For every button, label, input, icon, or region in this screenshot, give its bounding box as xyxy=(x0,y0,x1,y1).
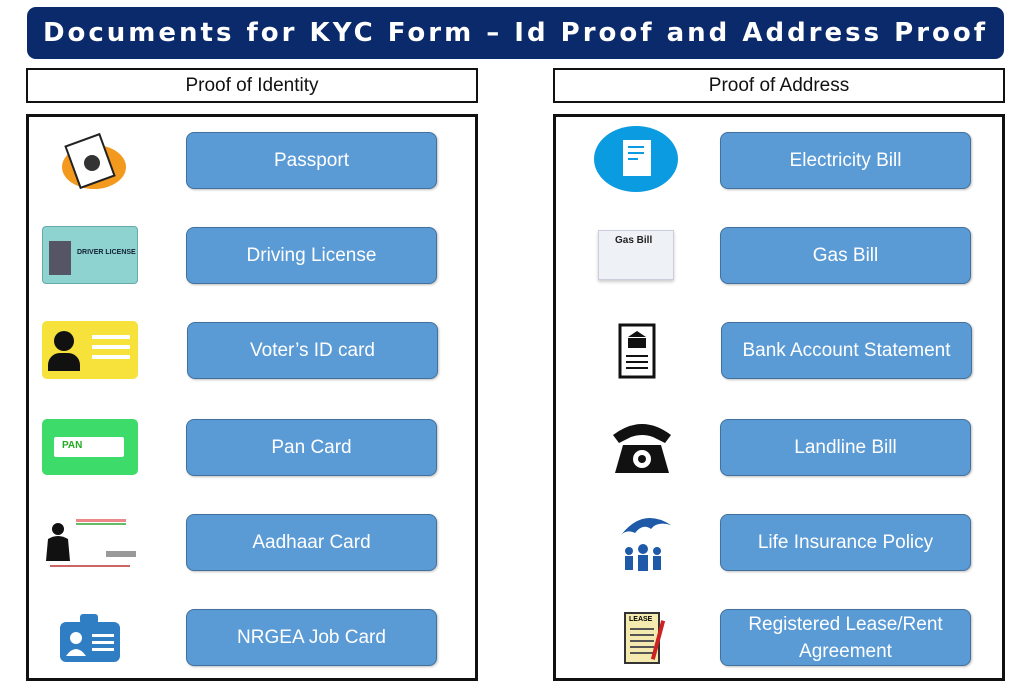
bill-icon xyxy=(586,124,686,194)
gas-bill-button[interactable]: Gas Bill xyxy=(720,227,971,284)
proof-of-address-heading: Proof of Address xyxy=(553,68,1005,103)
job-card-icon xyxy=(40,603,140,673)
registered-lease-agreement-button[interactable]: Registered Lease/Rent Agreement xyxy=(720,609,971,666)
passport-button[interactable]: Passport xyxy=(186,132,437,189)
lease-document-icon: LEASE xyxy=(592,603,692,673)
driving-license-button[interactable]: Driving License xyxy=(186,227,437,284)
aadhaar-card-button[interactable]: Aadhaar Card xyxy=(186,514,437,571)
page-title: Documents for KYC Form – Id Proof and Ad… xyxy=(27,7,1004,59)
gas-bill-envelope-icon: Gas Bill xyxy=(586,220,686,290)
aadhaar-card-icon xyxy=(40,508,140,578)
telephone-icon xyxy=(592,412,692,482)
address-panel xyxy=(553,114,1005,681)
insurance-umbrella-icon xyxy=(592,508,692,578)
pan-card-icon: PAN xyxy=(40,412,140,482)
voter-id-icon xyxy=(40,315,140,385)
pan-card-button[interactable]: Pan Card xyxy=(186,419,437,476)
life-insurance-policy-button[interactable]: Life Insurance Policy xyxy=(720,514,971,571)
passport-icon xyxy=(40,126,140,196)
identity-panel xyxy=(26,114,478,681)
bank-account-statement-button[interactable]: Bank Account Statement xyxy=(721,322,972,379)
bank-statement-icon xyxy=(586,316,686,386)
landline-bill-button[interactable]: Landline Bill xyxy=(720,419,971,476)
pan-card-icon-text: PAN xyxy=(62,440,83,451)
driving-license-icon: DRIVER LICENSE xyxy=(40,220,140,290)
proof-of-identity-heading: Proof of Identity xyxy=(26,68,478,103)
driving-license-icon-text: DRIVER LICENSE xyxy=(77,249,136,256)
lease-icon-text: LEASE xyxy=(629,616,653,623)
electricity-bill-button[interactable]: Electricity Bill xyxy=(720,132,971,189)
nrgea-job-card-button[interactable]: NRGEA Job Card xyxy=(186,609,437,666)
voter-id-button[interactable]: Voter’s ID card xyxy=(187,322,438,379)
gas-bill-icon-text: Gas Bill xyxy=(615,235,653,246)
